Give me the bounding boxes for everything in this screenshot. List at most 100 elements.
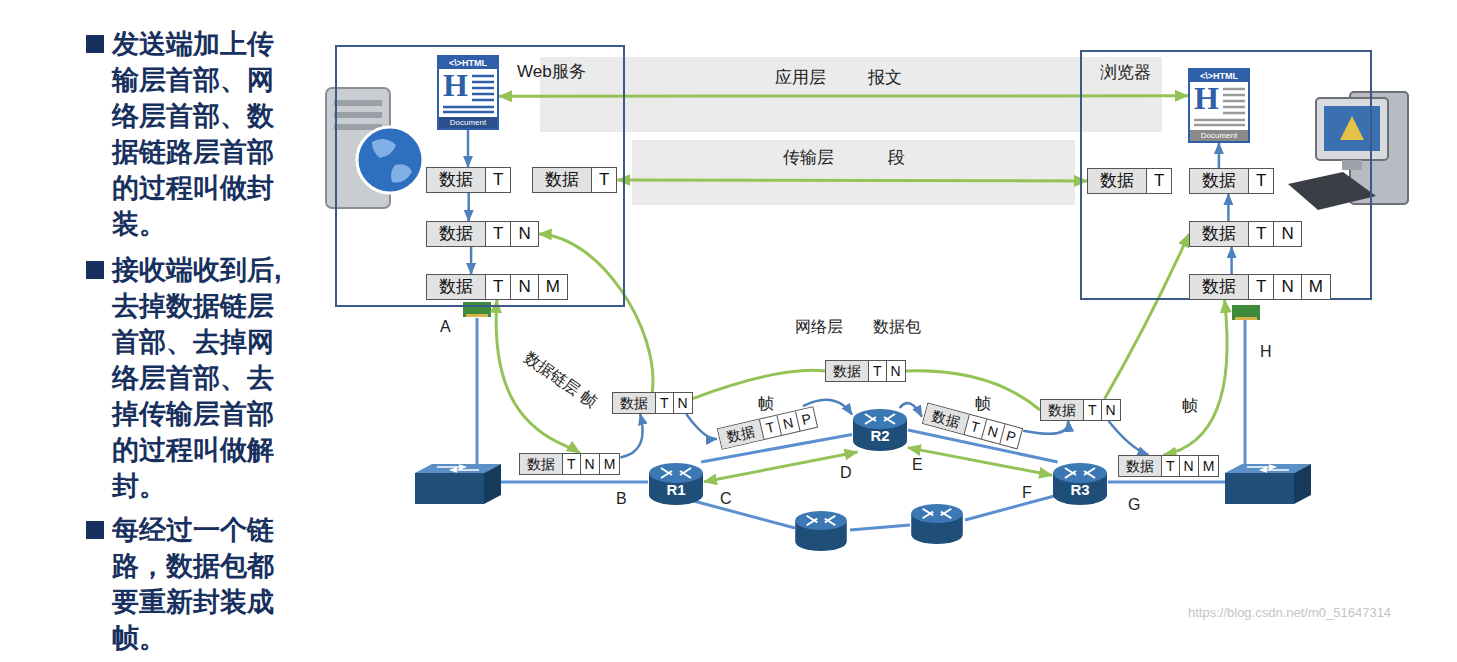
label: C: [720, 490, 732, 508]
packet: 数据TN: [1040, 399, 1121, 421]
html-document: <\>HTMLHDocument: [1188, 68, 1250, 143]
layer-band: 传输层 段: [632, 140, 1075, 205]
connector: [686, 414, 717, 439]
packet-field: 数据: [1190, 169, 1248, 193]
doc-text: H: [443, 68, 468, 102]
connector: [617, 180, 1087, 181]
connector: [499, 94, 1188, 98]
label: https://blog.csdn.net/m0_51647314: [1188, 604, 1391, 622]
text: 报文: [868, 67, 902, 89]
packet-field: 数据: [923, 404, 969, 434]
label: A: [440, 318, 451, 336]
computer-icon: [1288, 92, 1408, 210]
router: R3: [1052, 462, 1108, 506]
label: B: [616, 490, 627, 508]
packet: 数据TN: [825, 360, 906, 382]
text: 传输层: [783, 147, 834, 169]
packet-field: T: [868, 361, 886, 381]
doc-text: Document: [439, 117, 497, 128]
packet-field: N: [981, 419, 1005, 443]
packet: 数据TN: [612, 392, 693, 414]
packet-field: N: [673, 393, 692, 413]
packet-field: 数据: [520, 454, 562, 474]
packet-field: 数据: [427, 275, 485, 299]
packet-field: M: [599, 454, 620, 474]
connector: [467, 193, 470, 221]
packet-field: 数据: [427, 168, 485, 192]
router-icon: [795, 504, 963, 551]
packet-field: 数据: [427, 222, 485, 246]
packet-field: N: [1273, 275, 1300, 299]
packet-field: P: [795, 407, 817, 431]
packet: 数据TNM: [519, 453, 620, 475]
packet-field: T: [485, 275, 510, 299]
packet-field: T: [485, 168, 510, 192]
packet-field: 数据: [1190, 222, 1248, 246]
connector: [1105, 234, 1190, 399]
connector: [467, 130, 470, 167]
html-document: <\>HTMLHDocument: [437, 55, 499, 130]
text: Web服务: [517, 61, 586, 83]
router-label: R2: [852, 427, 908, 445]
packet-field: T: [964, 415, 986, 439]
packet-field: T: [1146, 169, 1171, 193]
bullet-text: 接收端收到后,去掉数据链层首部、去掉网络层首部、去掉传输层首部的过程叫做解封。: [112, 252, 298, 504]
host-box: 浏览器<\>HTMLHDocument数据T数据T数据TN数据TNM: [1080, 50, 1372, 300]
packet: 数据T: [532, 167, 617, 193]
label: 帧: [1182, 397, 1198, 415]
label: F: [1022, 484, 1032, 502]
connector: [620, 414, 642, 457]
packet-field: 数据: [1190, 275, 1248, 299]
doc-text: H: [1194, 81, 1219, 115]
label: 帧: [758, 395, 774, 413]
connector: [1164, 300, 1228, 455]
packet-field: 数据: [1088, 169, 1146, 193]
packet-field: T: [591, 168, 616, 192]
bullet-text: 每经过一个链路，数据包都要重新封装成帧。: [112, 512, 298, 656]
physical-link: [477, 318, 1245, 530]
connector: [908, 448, 1052, 476]
packet-field: T: [1248, 169, 1273, 193]
label: 数据包: [873, 318, 921, 336]
connector: [1023, 421, 1068, 434]
doc-text: Document: [1190, 130, 1248, 141]
connector: [1109, 421, 1149, 455]
packet-field: 数据: [718, 420, 763, 449]
connector: [1218, 143, 1221, 168]
packet: 数据T: [1189, 168, 1274, 194]
packet-field: 数据: [1041, 400, 1083, 420]
packet: 数据TNP: [922, 403, 1023, 450]
packet: 数据TNP: [717, 406, 818, 450]
host-box: Web服务<\>HTMLHDocument数据T数据T数据TN数据TNM: [335, 45, 625, 307]
packet: 数据TN: [1189, 221, 1302, 247]
packet: 数据TN: [426, 221, 539, 247]
label: G: [1128, 496, 1140, 514]
label: D: [840, 464, 852, 482]
router-label: R3: [1052, 481, 1108, 499]
packet-field: N: [1273, 222, 1300, 246]
text: 段: [888, 147, 905, 169]
packet-field: T: [655, 393, 673, 413]
packet-field: T: [1161, 456, 1179, 476]
packet: 数据TNM: [1118, 455, 1219, 477]
bullet-text: 发送端加上传输层首部、网络层首部、数据链路层首部的过程叫做封装。: [112, 26, 298, 242]
packet-field: N: [1179, 456, 1198, 476]
connector: [470, 247, 473, 274]
packet-field: 数据: [533, 168, 591, 192]
connector: [906, 371, 1040, 410]
packet-field: M: [1198, 456, 1219, 476]
connector: [1227, 194, 1230, 221]
network-card: [463, 302, 1260, 320]
packet: 数据T: [1087, 168, 1172, 194]
packet-field: M: [1301, 275, 1330, 299]
text: 浏览器: [1100, 62, 1151, 84]
packet-field: M: [538, 275, 567, 299]
router: R1: [648, 462, 704, 506]
packet-field: 数据: [1119, 456, 1161, 476]
packet-field: T: [1248, 275, 1273, 299]
packet-field: T: [1083, 400, 1101, 420]
connector: [1230, 247, 1233, 274]
packet-field: T: [562, 454, 580, 474]
router-label: R1: [648, 481, 704, 499]
packet-field: N: [510, 275, 537, 299]
